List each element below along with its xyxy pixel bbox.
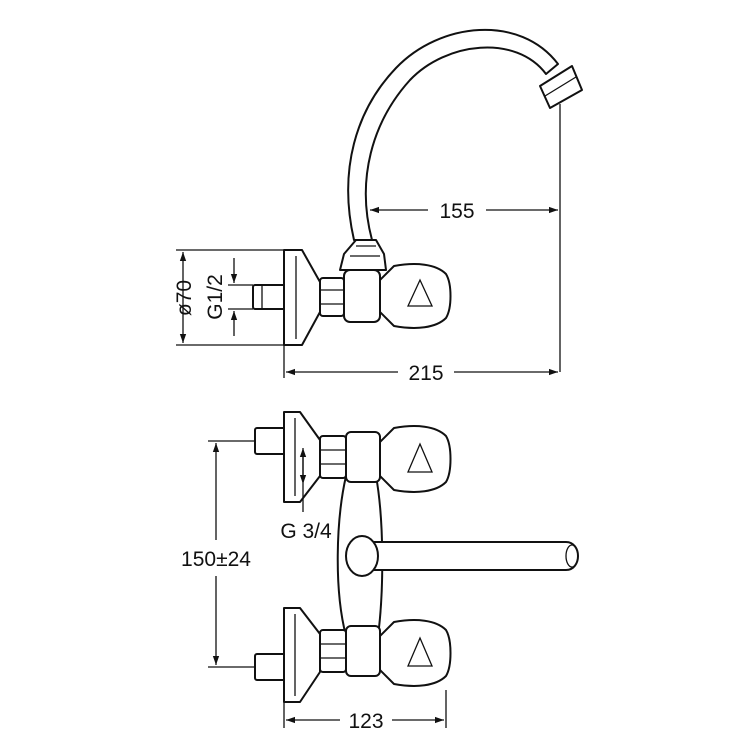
lower-hex-nut bbox=[319, 629, 347, 673]
lower-inlet-pipe bbox=[254, 653, 286, 681]
swan-neck-spout bbox=[347, 28, 559, 241]
top-valve-assembly bbox=[252, 28, 583, 346]
label-total-depth: 215 bbox=[408, 362, 443, 385]
upper-tap-handle bbox=[379, 425, 452, 493]
label-center-distance: 150±24 bbox=[181, 548, 251, 571]
label-inlet-thread: G1/2 bbox=[204, 274, 227, 320]
spout-pivot bbox=[345, 535, 379, 577]
spout-aerator bbox=[539, 65, 583, 109]
label-rosette-diameter: ø70 bbox=[173, 280, 196, 316]
lower-valve-body bbox=[345, 625, 381, 677]
top-dimensions: 155 215 ø70 G1/2 bbox=[173, 104, 561, 385]
tap-handle bbox=[379, 263, 452, 329]
label-outlet-thread: G 3/4 bbox=[280, 520, 332, 543]
spout-collar bbox=[339, 239, 387, 271]
label-wall-depth: 123 bbox=[348, 710, 383, 733]
wall-rosette bbox=[283, 249, 321, 346]
lower-tap-handle bbox=[379, 619, 452, 687]
upper-valve bbox=[254, 411, 452, 503]
upper-valve-body bbox=[345, 431, 381, 483]
mixer-dimensions: 150±24 G 3/4 123 bbox=[181, 440, 447, 733]
lower-rosette bbox=[283, 607, 321, 703]
lower-valve bbox=[254, 607, 452, 703]
upper-rosette bbox=[283, 411, 321, 503]
mixer-assembly bbox=[254, 411, 579, 703]
inlet-pipe bbox=[252, 284, 286, 310]
valve-body bbox=[343, 269, 381, 323]
hex-nut bbox=[319, 277, 345, 317]
label-spout-reach: 155 bbox=[439, 200, 474, 223]
lower-swivel-spout bbox=[354, 541, 579, 571]
upper-inlet-pipe bbox=[254, 427, 286, 455]
upper-hex-nut bbox=[319, 435, 347, 479]
